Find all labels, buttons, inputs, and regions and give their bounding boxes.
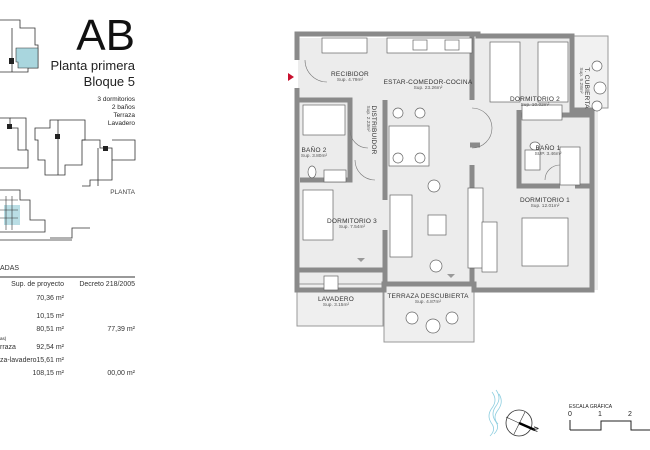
room-area: Sup. 7.54m² — [338, 225, 366, 230]
floor-plan — [294, 31, 609, 343]
table-title: ADAS — [0, 265, 20, 272]
unit-code: AB — [76, 11, 135, 60]
floor-label: Planta primera — [50, 58, 135, 73]
project-value: 92,54 m² — [36, 344, 64, 351]
room-name: ESTAR-COMEDOR-COCINA — [383, 79, 473, 86]
decree-value: 00,00 m² — [107, 370, 135, 377]
room-area: SUP. 3.46m² — [534, 152, 562, 157]
room-area: Sup. 3.15m² — [322, 303, 350, 308]
room-name: T. CUBIERTA — [583, 67, 590, 109]
room-name: DORMITORIO 2 — [510, 96, 560, 103]
room-area: Sup. 4.87m² — [414, 300, 442, 305]
col-decree-header: Decreto 218/2005 — [79, 281, 135, 288]
features-list: 3 dormitorios 2 baños Terraza Lavadero — [97, 96, 135, 128]
row-label: as) — [0, 336, 7, 341]
feature-item: 3 dormitorios — [97, 96, 135, 103]
block-label: Bloque 5 — [83, 74, 135, 89]
row-label: rraza — [0, 344, 16, 351]
project-value: 108,15 m² — [32, 370, 64, 377]
project-value: 10,15 m² — [36, 313, 64, 320]
scale-tick-2: 2 — [628, 411, 632, 418]
room-area: Sup. 3.80m² — [300, 154, 328, 159]
room-area: Sup. 12.01m² — [530, 204, 560, 209]
room-name: BAÑO 1 — [535, 145, 561, 152]
room-name: DORMITORIO 3 — [327, 218, 377, 225]
room-name: LAVADERO — [317, 296, 355, 303]
scale-tick-0: 0 — [568, 411, 572, 418]
feature-item: Lavadero — [107, 120, 135, 127]
project-value: 80,51 m² — [36, 326, 64, 333]
key-plan-label: PLANTA — [110, 189, 135, 196]
room-area: Sup. 10.02m² — [520, 103, 550, 108]
decree-value: 77,39 m² — [107, 326, 135, 333]
feature-item: 2 baños — [111, 104, 135, 111]
row-label: za-lavadero — [0, 357, 37, 364]
project-value: 15,61 m² — [36, 357, 64, 364]
room-name: RECIBIDOR — [331, 71, 369, 78]
entrance-marker-icon — [288, 73, 294, 81]
room-name: DISTRIBUIDOR — [370, 105, 377, 155]
room-name: BAÑO 2 — [301, 147, 327, 154]
graphic-scale — [569, 420, 650, 431]
feature-item: Terraza — [113, 112, 135, 119]
col-project-header: Sup. de proyecto — [11, 281, 64, 288]
room-name: DORMITORIO 1 — [520, 197, 570, 204]
project-value: 70,36 m² — [36, 295, 64, 302]
room-name: TERRAZA DESCUBIERTA — [387, 293, 469, 300]
room-area: Sup. 4.79m² — [336, 78, 364, 83]
north-arrow-icon — [488, 389, 536, 437]
room-area: Sup. 23.26m² — [413, 86, 443, 91]
scale-tick-1: 1 — [598, 411, 602, 418]
scale-title: ESCALA GRÁFICA — [569, 404, 613, 410]
